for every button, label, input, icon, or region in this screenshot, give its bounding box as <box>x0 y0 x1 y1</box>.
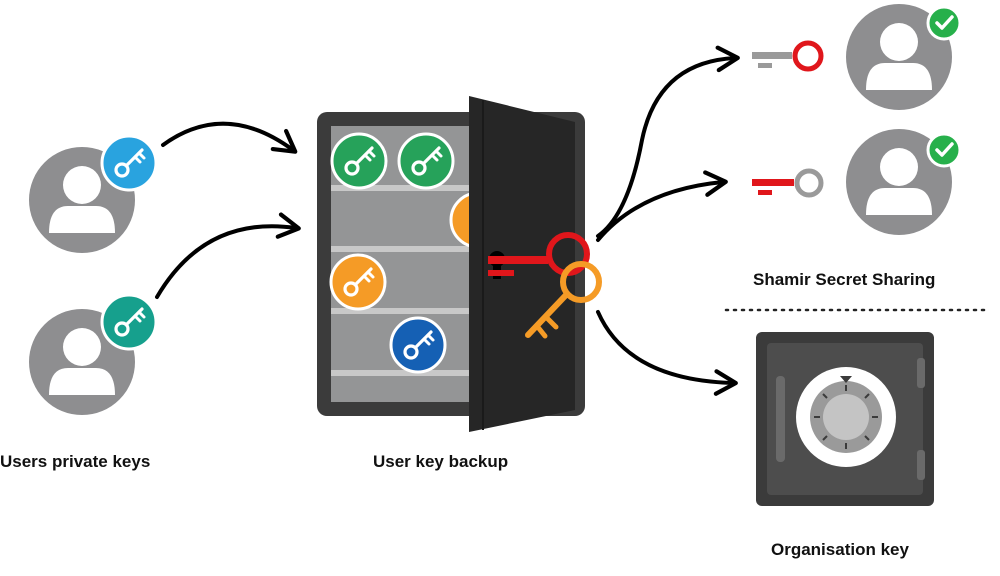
shamir-secret-sharing-label: Shamir Secret Sharing <box>753 270 936 289</box>
share-key-1-icon <box>752 40 824 72</box>
users-private-keys-label: Users private keys <box>0 452 151 471</box>
arrow-user2-to-backup <box>155 212 301 299</box>
organisation-vault-icon <box>756 332 934 506</box>
stored-key-green-2 <box>397 132 455 190</box>
backup-vault <box>317 96 585 432</box>
arrow-backup-to-org-key <box>596 310 738 396</box>
stored-key-green-1 <box>330 132 388 190</box>
arrow-backup-to-share-2 <box>596 170 728 242</box>
arrow-user1-to-backup <box>161 121 298 154</box>
user-key-backup-label: User key backup <box>373 452 509 471</box>
user-key-badge-2 <box>100 293 158 351</box>
stored-key-orange-2 <box>329 253 387 311</box>
orange-key-icon <box>525 261 602 339</box>
user-key-badge-1 <box>100 134 158 192</box>
check-badge-icon-1 <box>926 5 962 41</box>
check-badge-icon-2 <box>926 132 962 168</box>
share-key-2-icon <box>752 168 824 198</box>
stored-key-blue <box>389 316 447 374</box>
arrow-backup-to-share-1 <box>596 45 740 238</box>
organisation-key-label: Organisation key <box>771 540 909 559</box>
